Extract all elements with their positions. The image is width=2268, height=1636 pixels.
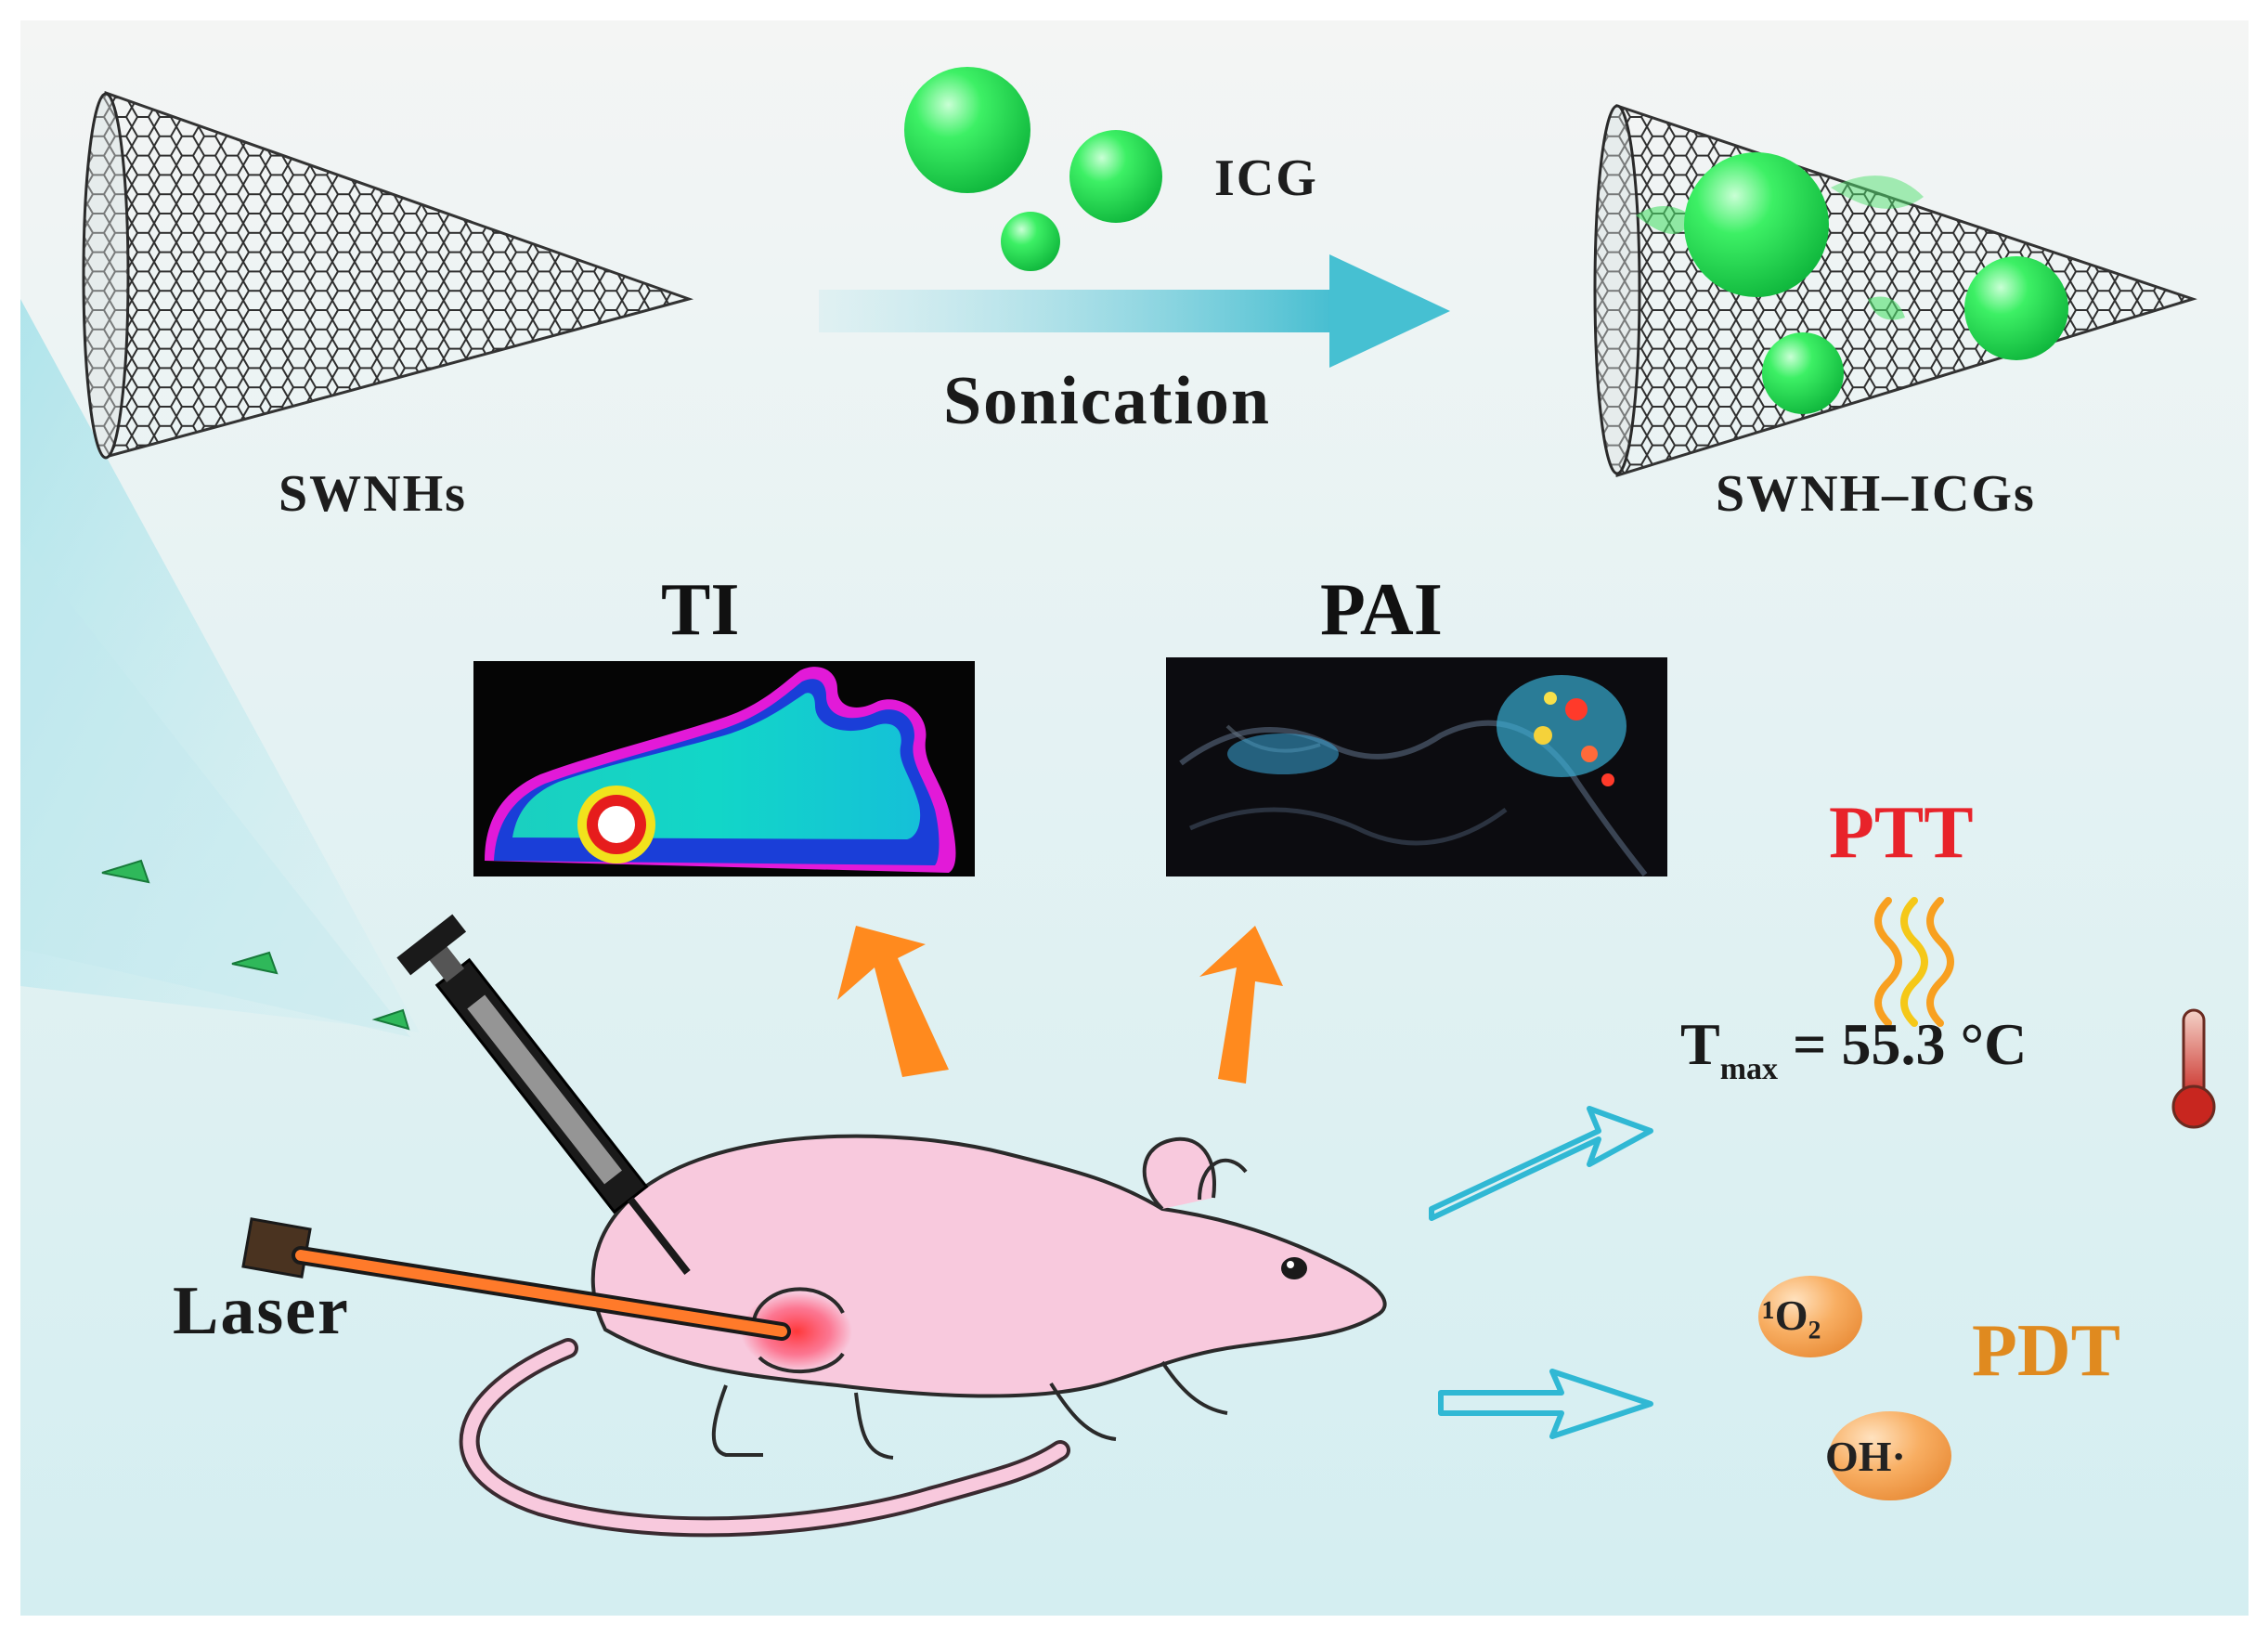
swnh-cone-icon: [82, 90, 694, 460]
swnh-icg-cone-icon: [1593, 103, 2197, 477]
tmax-value: = 55.3 °C: [1778, 1011, 2028, 1077]
syringe-icon: [396, 914, 691, 1275]
swnhs-label: SWNHs: [279, 465, 467, 523]
ptt-label: PTT: [1829, 792, 1974, 874]
thermal-image-panel: [473, 661, 975, 876]
pai-title: PAI: [1320, 569, 1443, 651]
pdt-label: PDT: [1972, 1310, 2120, 1392]
ti-title: TI: [661, 569, 740, 651]
tmax-subscript: max: [1719, 1052, 1779, 1086]
particle-icons: [101, 859, 410, 1031]
photoacoustic-image-panel: [1166, 657, 1667, 876]
hydroxyl-ball-icon: [1829, 1411, 1951, 1500]
ptt-arrow-icon: [1429, 1106, 1653, 1221]
pdt-arrow-icon: [1438, 1369, 1653, 1439]
orange-arrow-pai-icon: [1199, 926, 1283, 1084]
heat-wave-icon: [1874, 897, 1954, 1027]
icg-label: ICG: [1214, 149, 1318, 207]
sonication-label: Sonication: [943, 363, 1272, 439]
sonication-arrow-icon: [819, 254, 1450, 368]
tmax-symbol: T: [1680, 1011, 1720, 1077]
singlet-oxygen-label: ¹O₂: [1762, 1292, 1821, 1339]
thermometer-icon: [2171, 1008, 2216, 1129]
laser-label: Laser: [173, 1273, 350, 1349]
diagram-graphics: [20, 20, 2249, 1616]
orange-arrow-ti-icon: [837, 926, 949, 1077]
tmax-label: Tmax = 55.3 °C: [1680, 1010, 2027, 1087]
laser-device-icon: [241, 1217, 791, 1341]
singlet-oxygen-ball-icon: [1758, 1276, 1862, 1357]
swnh-icgs-label: SWNH–ICGs: [1716, 465, 2036, 523]
icg-spheres-icon: [904, 67, 1162, 271]
hydroxyl-label: OH·: [1825, 1433, 1906, 1480]
